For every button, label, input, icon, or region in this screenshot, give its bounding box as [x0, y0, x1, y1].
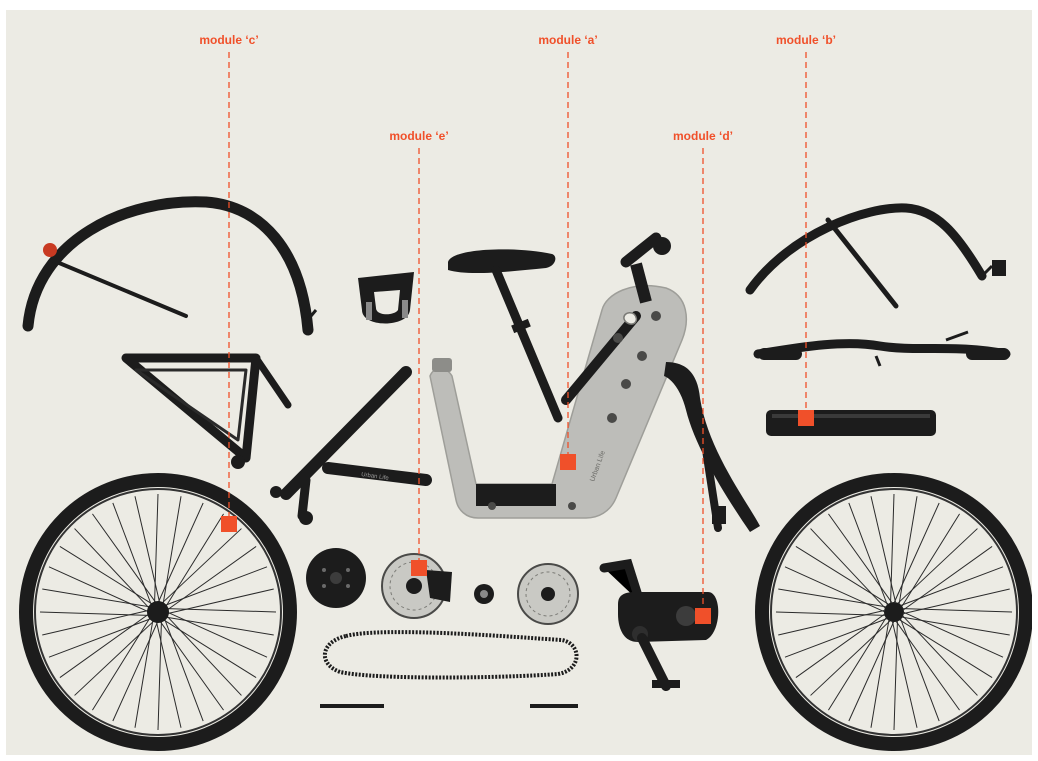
bottom-bracket-hub: [474, 584, 494, 604]
module-label-c: module ‘c’: [199, 33, 258, 47]
exploded-bike-diagram: Urban Life Urban Life: [6, 10, 1032, 755]
module-label-b: module ‘b’: [776, 33, 836, 47]
diagram-canvas: Urban Life Urban Life: [6, 10, 1032, 755]
module-marker-d: [695, 608, 711, 624]
module-marker-c: [221, 516, 237, 532]
module-label-a: module ‘a’: [538, 33, 597, 47]
module-label-d: module ‘d’: [673, 129, 733, 143]
module-marker-b: [798, 410, 814, 426]
rear-hub-motor: [306, 548, 366, 608]
module-marker-e: [411, 560, 427, 576]
front-brake-disc: [518, 564, 578, 624]
module-label-e: module ‘e’: [389, 129, 448, 143]
axle-right: [530, 704, 578, 708]
frame-lock: [358, 272, 414, 324]
battery: [766, 410, 936, 436]
module-marker-a: [560, 454, 576, 470]
axle-left: [320, 704, 384, 708]
